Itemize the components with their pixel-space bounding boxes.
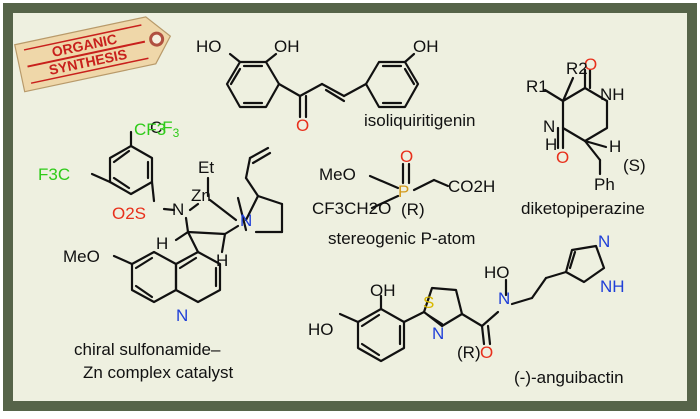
dkp-h: H	[545, 135, 557, 154]
angui-nh-imidazole: NH	[600, 277, 625, 296]
sulf-h1: H	[156, 234, 168, 253]
dkp-r1: R1	[526, 77, 548, 96]
p-atom: P	[398, 182, 409, 201]
tag-hole-icon	[149, 31, 165, 47]
sulf-cf3-label: CF3	[134, 120, 166, 139]
angui-ho: HO	[308, 320, 334, 339]
angui-n-amide: N	[498, 289, 510, 308]
sulf-zn-label: Zn	[191, 186, 211, 205]
p-meo: MeO	[319, 165, 356, 184]
angui-n-imidazole: N	[598, 232, 610, 251]
dkp-nh: NH	[600, 85, 625, 104]
caption-diketopiperazine: diketopiperazine	[521, 199, 645, 218]
organic-synthesis-tag: ORGANIC SYNTHESIS	[14, 16, 172, 93]
dkp-s-config: (S)	[623, 156, 646, 175]
angui-ho-n: HO	[484, 263, 510, 282]
angui-s: S	[423, 293, 434, 312]
dkp-h2: H	[609, 137, 621, 156]
iso-oh-label: OH	[274, 37, 300, 56]
inner-panel	[13, 13, 687, 401]
isoliquiritigenin-structure: HO OH O OH isoliquiritigenin	[196, 37, 476, 135]
caption-anguibactin: (-)-anguibactin	[514, 368, 624, 387]
caption-sulfonamide-line2: Zn complex catalyst	[83, 363, 233, 382]
iso-ho-label: HO	[196, 37, 222, 56]
iso-oh2-label: OH	[413, 37, 439, 56]
sulf-quinoline-n: N	[176, 306, 188, 325]
caption-stereogenic-p: stereogenic P-atom	[328, 229, 475, 248]
dkp-o-top: O	[584, 55, 597, 74]
angui-n-ring: N	[432, 324, 444, 343]
iso-carbonyl-o: O	[296, 116, 309, 135]
sulf-n-label: N	[172, 200, 184, 219]
angui-r-config: (R)	[457, 343, 481, 362]
p-cf3ch2o: CF3CH2O	[312, 199, 391, 218]
sulf-meo: MeO	[63, 247, 100, 266]
stereogenic-p-structure: O MeO P CO2H CF3CH2O (R) stereogenic P-a…	[312, 147, 495, 248]
p-co2h: CO2H	[448, 177, 495, 196]
dkp-ph: Ph	[594, 175, 615, 194]
p-oxo: O	[400, 147, 413, 166]
dkp-n: N	[543, 117, 555, 136]
sulf-h2: H	[216, 251, 228, 270]
anguibactin-structure: HO OH S N (R) O HO N N NH (-)-anguibacti…	[308, 232, 625, 387]
sulf-n-bridge: N	[240, 211, 252, 230]
sulf-cf3-top: CF3	[150, 118, 180, 140]
diketopiperazine-structure: O NH N H O H R1 R2 (S) Ph diketopiperazi…	[521, 55, 646, 218]
sulf-f3c-label: F3C	[38, 165, 70, 184]
sulfonamide-zn-structure: CF3 CF3 F3C O2S N Et Zn N H H MeO N chir…	[38, 118, 284, 382]
caption-isoliquiritigenin: isoliquiritigenin	[364, 111, 476, 130]
dkp-o-bottom: O	[556, 148, 569, 167]
sulf-et-label: Et	[198, 158, 214, 177]
angui-oh: OH	[370, 281, 396, 300]
dkp-r2: R2	[566, 59, 588, 78]
caption-sulfonamide-line1: chiral sulfonamide–	[74, 340, 221, 359]
sulf-o2s-label: O2S	[112, 204, 146, 223]
p-r-config: (R)	[401, 200, 425, 219]
angui-carbonyl-o: O	[480, 343, 493, 362]
